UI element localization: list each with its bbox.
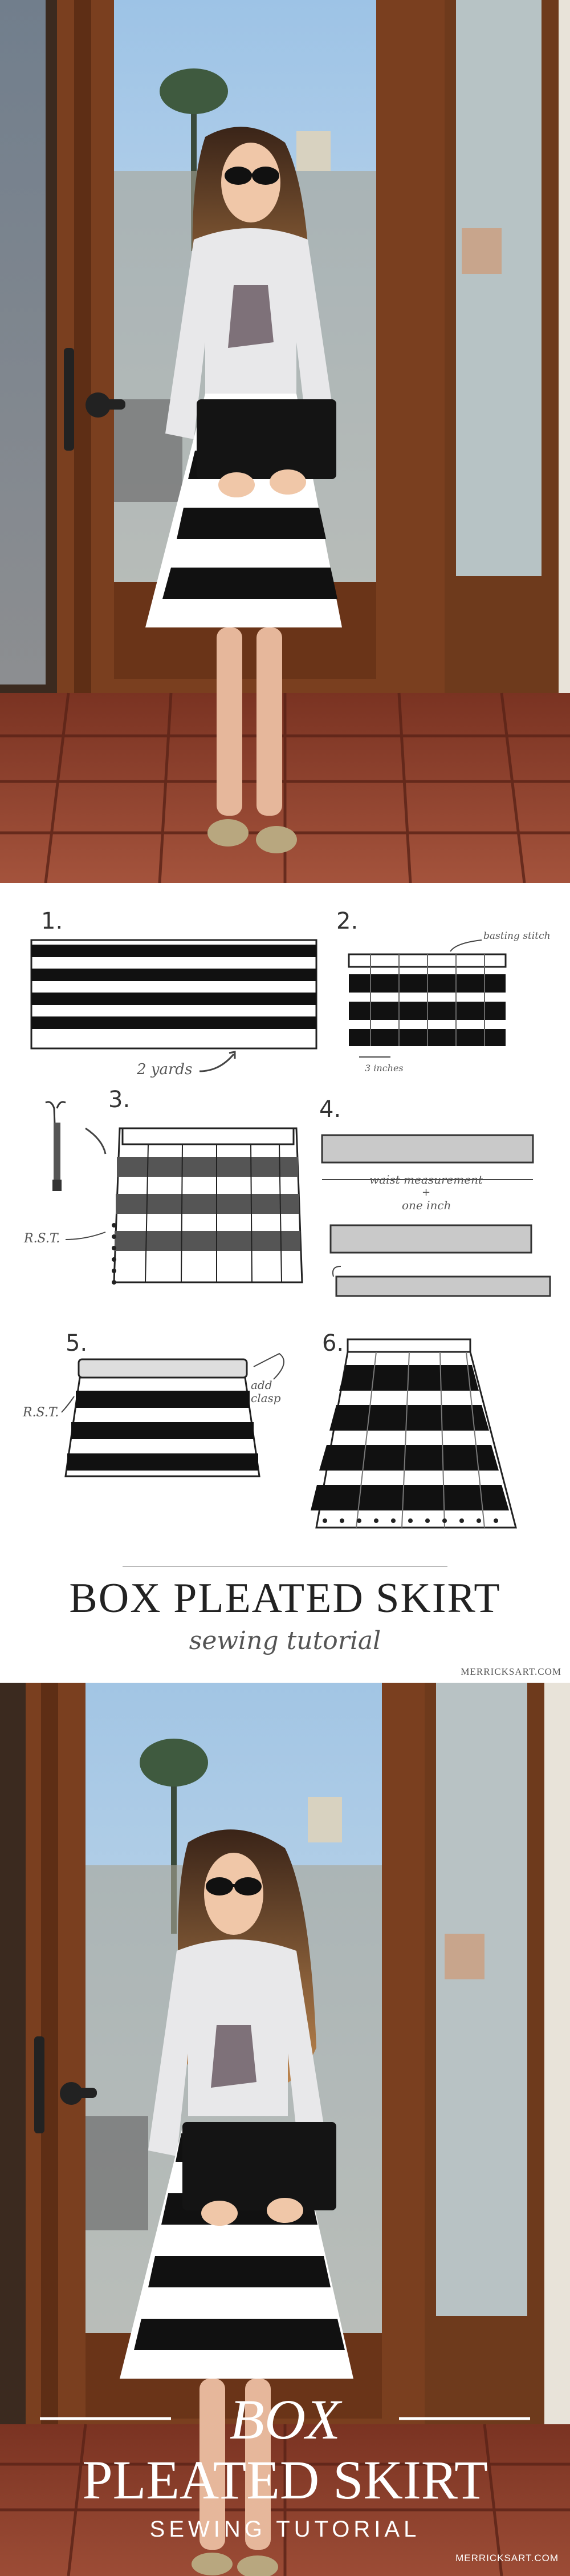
step-6-number: 6.	[322, 1330, 344, 1356]
tutorial-steps-panel: 1. 2 yards 2. basting stitch	[0, 883, 570, 1683]
step-3-skirt	[113, 1127, 303, 1283]
step-3: 3.	[23, 1087, 303, 1285]
overlay-subtitle: SEWING TUTORIAL	[150, 2517, 421, 2542]
bottom-photo-illustration: BOX PLEATED SKIRT SEWING TUTORIAL MERRIC…	[0, 1683, 570, 2576]
step-4-annotation-3: one inch	[402, 1198, 451, 1212]
step-5-annotation-2: add	[251, 1378, 272, 1392]
step-1-arrow	[199, 1054, 235, 1072]
step-3-number: 3.	[108, 1087, 130, 1113]
step-2: 2. basting stitch 3 inches	[336, 908, 551, 1074]
step-5-annotation-3: clasp	[251, 1391, 281, 1405]
overlay-credit: MERRICKSART.COM	[455, 2553, 559, 2563]
overlay-title-line1: BOX	[230, 2388, 343, 2451]
step-2-annotation: basting stitch	[483, 930, 551, 942]
step-1-number: 1.	[41, 908, 63, 934]
step-1-fabric	[30, 939, 317, 1050]
step-1-annotation: 2 yards	[136, 1061, 192, 1078]
site-credit: MERRICKSART.COM	[461, 1666, 561, 1677]
step-4-number: 4.	[319, 1096, 341, 1123]
overlay-title-line2: PLEATED SKIRT	[82, 2449, 488, 2510]
zipper-icon	[45, 1101, 66, 1192]
waistband-sewn	[335, 1275, 551, 1297]
step-5-number: 5.	[66, 1330, 87, 1356]
step-6: 6.	[311, 1330, 517, 1529]
tutorial-title: BOX PLEATED SKIRT	[69, 1575, 500, 1622]
step-2-annotation-2: 3 inches	[365, 1063, 404, 1074]
tutorial-subtitle: sewing tutorial	[189, 1626, 381, 1655]
step-6-finished-skirt	[311, 1338, 517, 1529]
step-4-annotation: waist measurement	[369, 1173, 483, 1186]
top-photo-illustration	[0, 0, 570, 883]
waistband-strip	[321, 1134, 534, 1164]
top-photo	[0, 0, 570, 883]
step-2-number: 2.	[336, 908, 358, 934]
step-5-annotation: R.S.T.	[22, 1406, 59, 1420]
bottom-photo: BOX PLEATED SKIRT SEWING TUTORIAL MERRIC…	[0, 1683, 570, 2576]
steps-illustration: 1. 2 yards 2. basting stitch	[22, 908, 561, 1677]
step-5-skirt	[64, 1358, 260, 1477]
step-3-annotation: R.S.T.	[23, 1232, 60, 1246]
step-4: 4. waist measurement + one inch	[319, 1096, 551, 1297]
step-4-annotation-2: +	[422, 1186, 430, 1198]
step-2-pleated-fabric	[348, 953, 507, 1046]
step-1: 1. 2 yards	[30, 908, 317, 1078]
step-5: 5. R.S.T. add clasp	[22, 1330, 284, 1477]
waistband-folded	[329, 1224, 532, 1254]
